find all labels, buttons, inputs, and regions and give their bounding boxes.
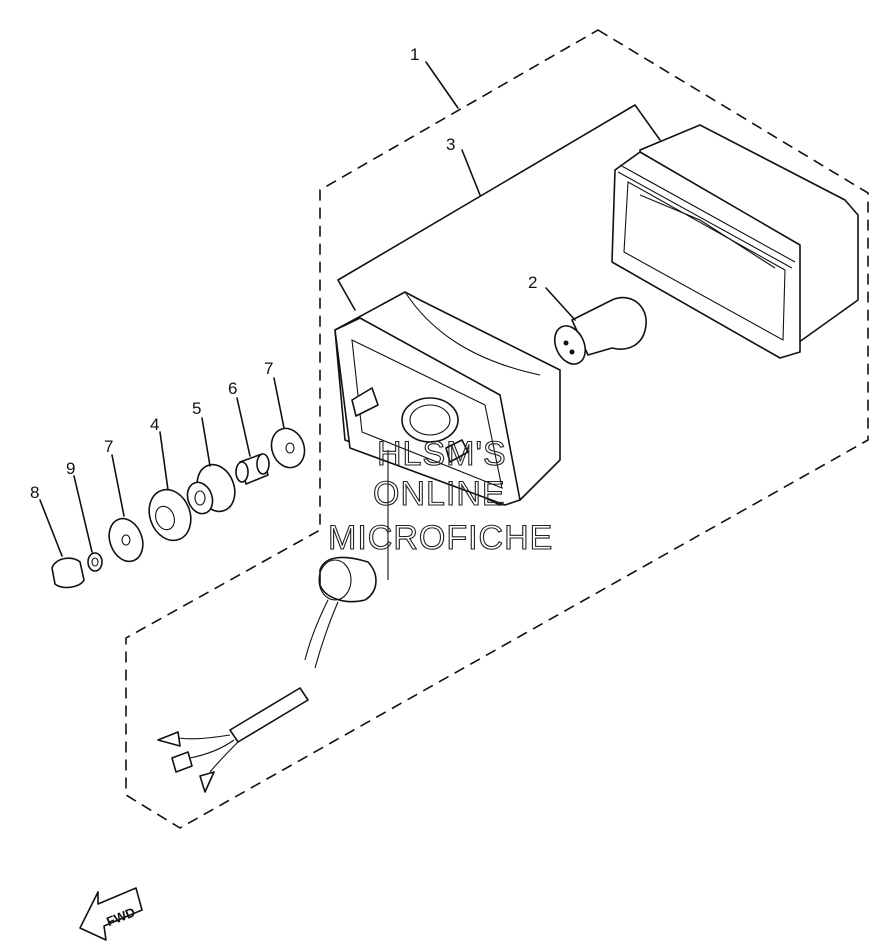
damper-4 (148, 488, 192, 542)
spring-washer-9 (87, 552, 103, 572)
callout-5: 5 (192, 399, 201, 418)
callout-3: 3 (446, 135, 455, 154)
callout-8: 8 (30, 483, 39, 502)
watermark-line-2: ONLINE (373, 475, 506, 513)
grommet-5 (186, 463, 236, 515)
callout-1: 1 (410, 45, 419, 64)
callout-4: 4 (150, 415, 159, 434)
watermark-line-1: HLSM'S (377, 435, 507, 473)
callout-6: 6 (228, 379, 237, 398)
callout-7-left: 7 (104, 437, 113, 456)
socket-harness (157, 450, 389, 793)
lens (611, 124, 859, 359)
fwd-arrow-icon: FWD (79, 887, 143, 941)
bulb (553, 296, 647, 365)
housing (334, 291, 561, 506)
callout-7-right: 7 (264, 359, 273, 378)
leader-lines (39, 61, 661, 557)
washer-7-right (270, 427, 306, 469)
nut-8 (51, 557, 85, 589)
assembly-boundary (125, 29, 869, 829)
callout-2: 2 (528, 273, 537, 292)
watermark-line-3: MICROFICHE (328, 519, 553, 557)
washer-7-left (108, 517, 144, 563)
collar-6 (235, 453, 270, 485)
callout-9: 9 (66, 459, 75, 478)
